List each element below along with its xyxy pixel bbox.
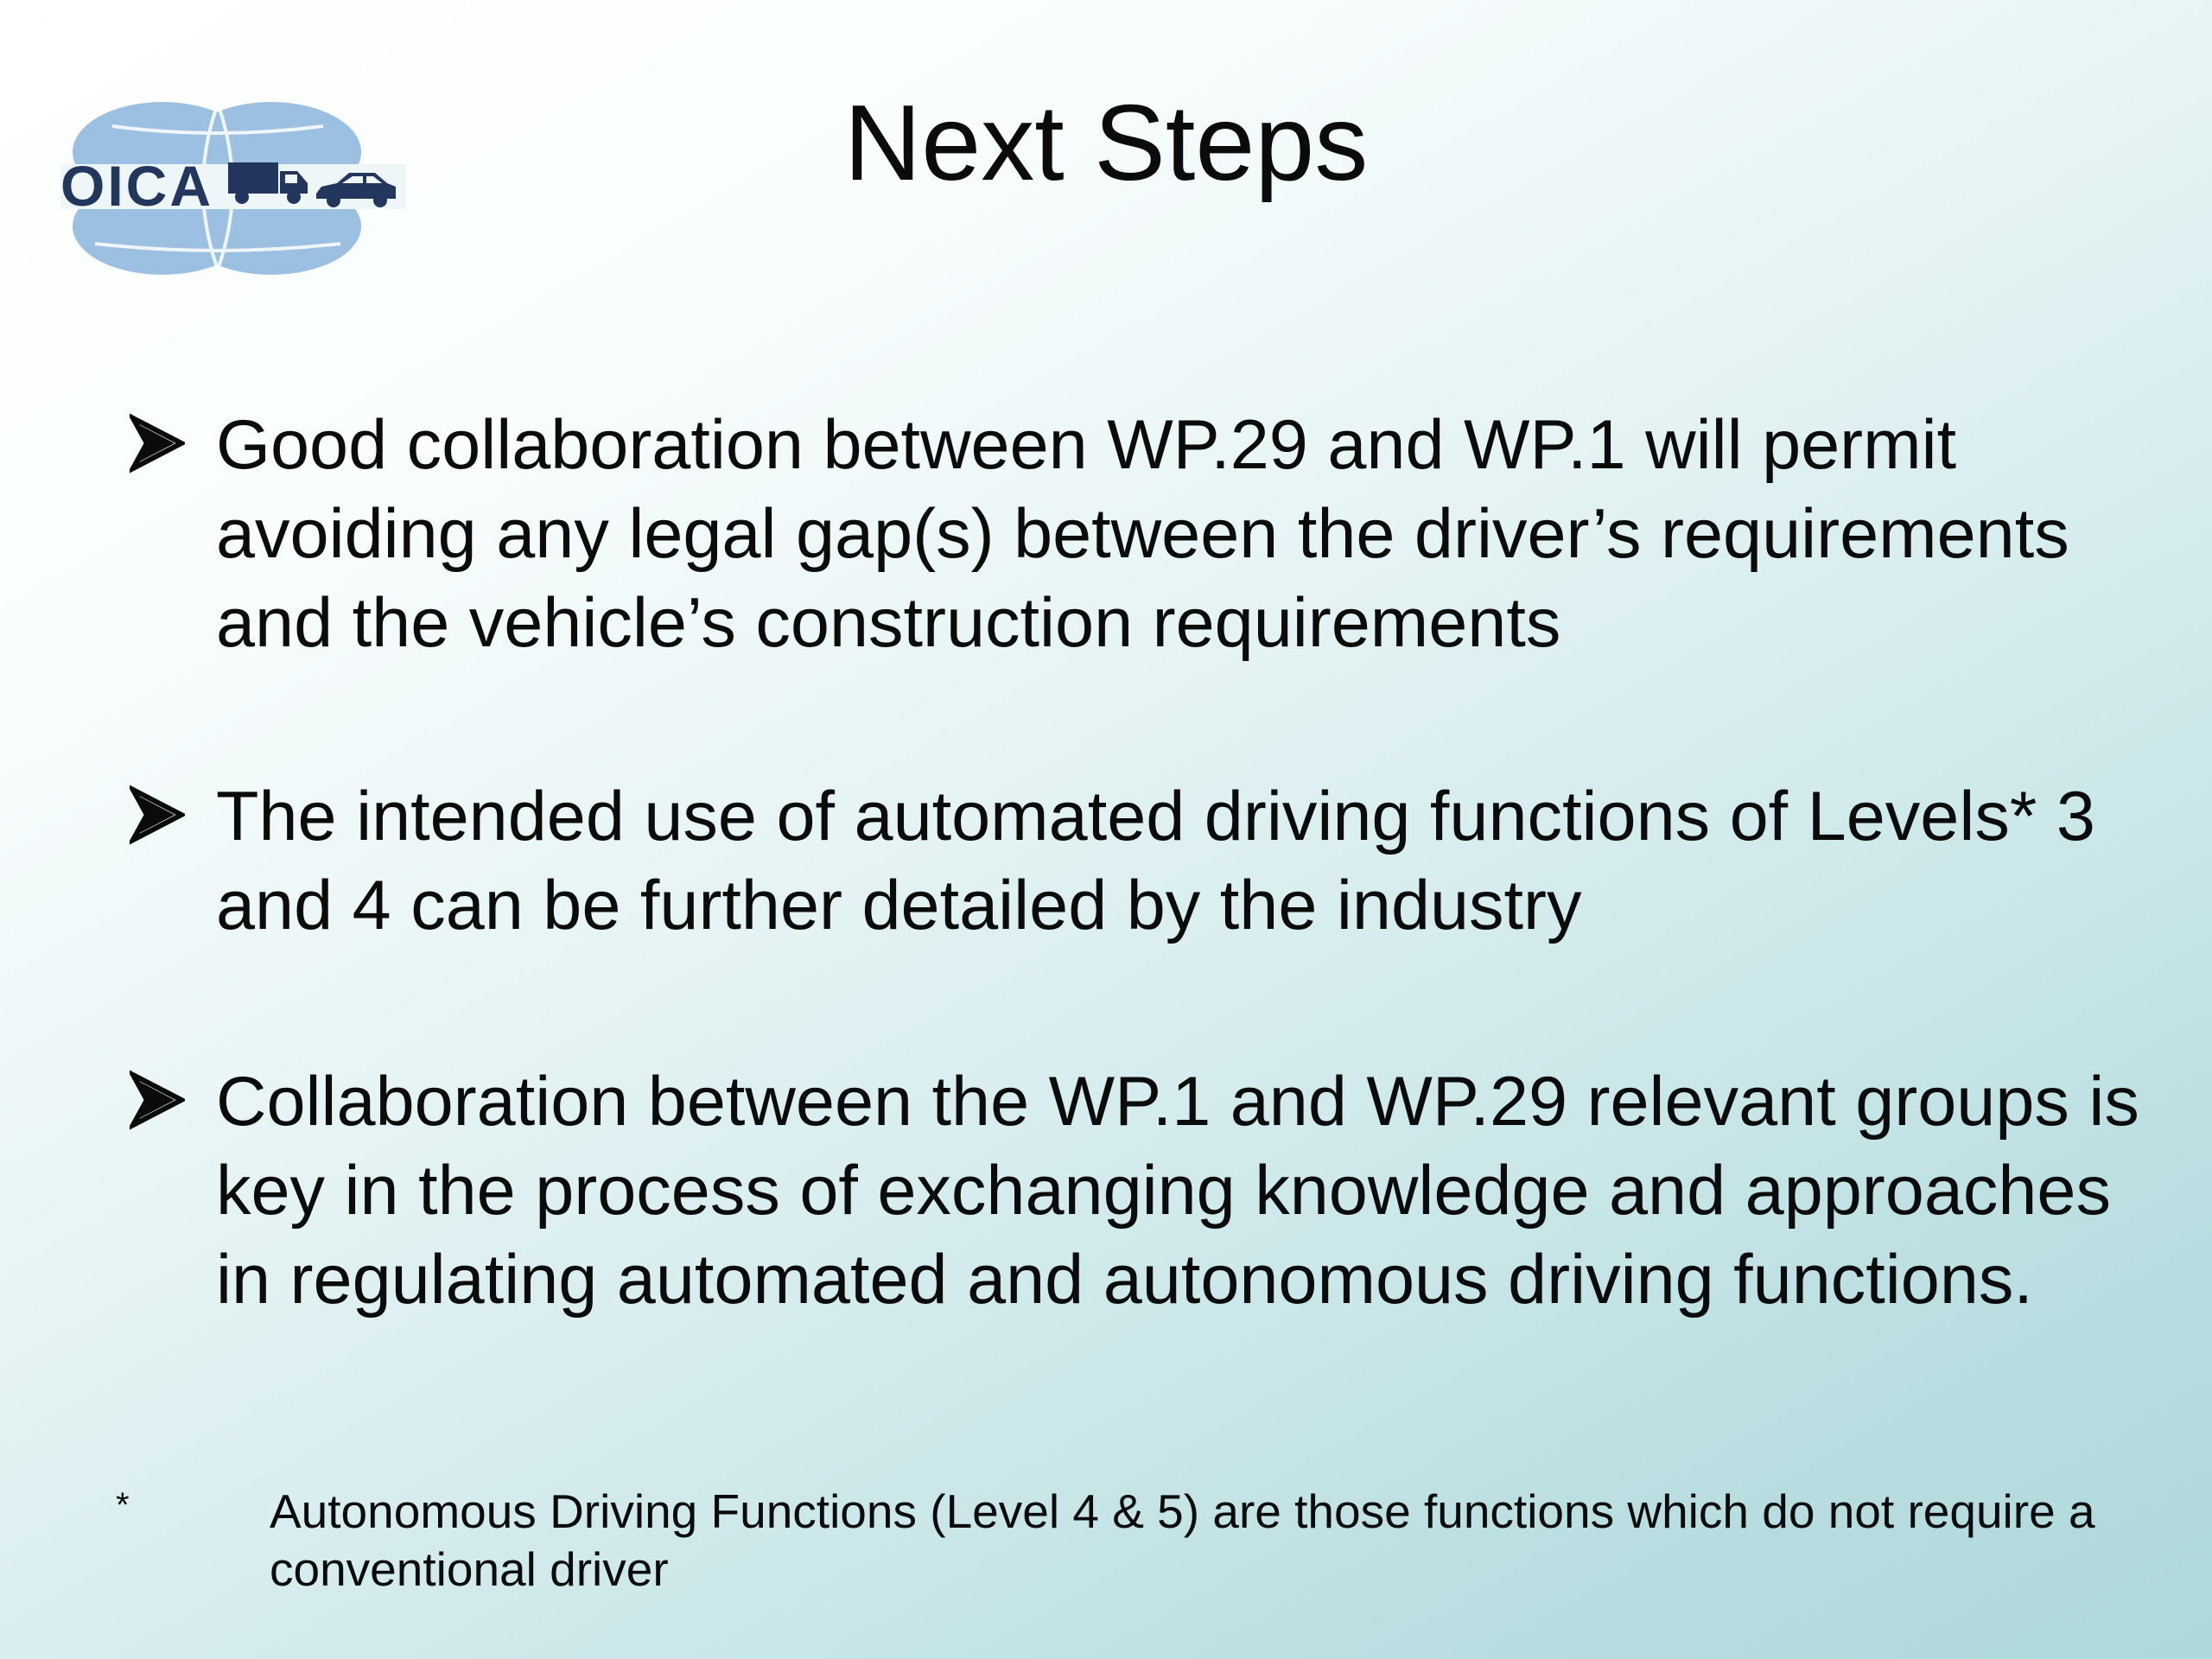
bullet-item: Collaboration between the WP.1 and WP.29… [130, 1058, 2143, 1325]
bullet-text: Collaboration between the WP.1 and WP.29… [216, 1063, 2139, 1319]
bullet-text: The intended use of automated driving fu… [216, 778, 2095, 944]
footnote-text: Autonomous Driving Functions (Level 4 & … [270, 1484, 2095, 1596]
globe-icon [60, 102, 406, 275]
bullet-text: Good collaboration between WP.29 and WP.… [216, 406, 2069, 662]
footnote-marker: * [116, 1486, 130, 1524]
bullet-item: The intended use of automated driving fu… [130, 772, 2143, 950]
oica-logo: OICA [60, 92, 406, 282]
car-icon [316, 173, 396, 207]
arrowhead-bullet-icon [130, 785, 185, 845]
slide-title: Next Steps [843, 84, 1369, 203]
oica-logo-text: OICA [60, 154, 213, 218]
bullet-item: Good collaboration between WP.29 and WP.… [130, 401, 2143, 668]
truck-icon [228, 162, 308, 204]
arrowhead-bullet-icon [130, 413, 185, 474]
footnote: * Autonomous Driving Functions (Level 4 … [116, 1483, 2103, 1599]
arrowhead-bullet-icon [130, 1070, 185, 1130]
